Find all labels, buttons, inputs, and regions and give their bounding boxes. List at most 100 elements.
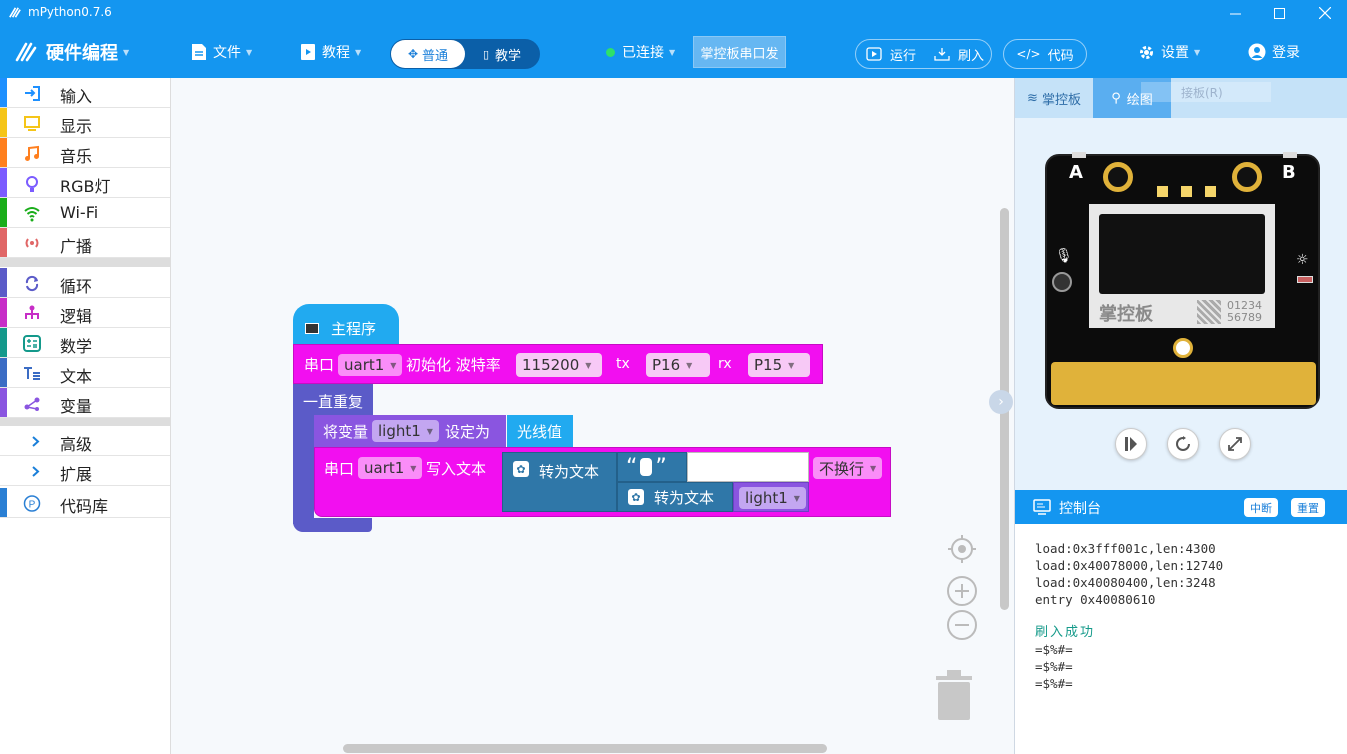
console-line: =$%#= [1035, 676, 1073, 691]
to-text-block-inner[interactable]: ✿ 转为文本 [617, 482, 733, 512]
zoom-out-icon[interactable] [947, 610, 977, 640]
uart-port-dropdown[interactable]: uart1▼ [338, 354, 403, 376]
sidebar-item-7[interactable]: 逻辑 [0, 298, 170, 328]
flash-label: 刷入 [958, 48, 985, 64]
horizontal-scrollbar[interactable] [343, 744, 827, 753]
zoom-in-icon[interactable] [947, 576, 977, 606]
console-line: entry 0x40080610 [1035, 592, 1156, 607]
mode-teach-button[interactable]: ▯ 教学 [465, 40, 539, 68]
uart-port-value: uart1 [344, 356, 385, 374]
sidebar-item-2[interactable]: 音乐 [0, 138, 170, 168]
flash-success-message: 刷入成功 [1035, 625, 1096, 640]
refresh-icon [1176, 436, 1190, 451]
forever-block[interactable]: 一直重复 [293, 384, 373, 418]
touch-pad-left[interactable] [1103, 162, 1133, 192]
reset-button[interactable]: 重置 [1291, 498, 1325, 517]
touch-pad-right[interactable] [1232, 162, 1262, 192]
to-text-label: 转为文本 [539, 463, 600, 481]
file-menu[interactable]: 文件 ▼ [191, 26, 252, 78]
category-color-bar [0, 78, 7, 107]
chevron-right-icon [23, 463, 41, 480]
mode-normal-button[interactable]: ✥ 普通 [391, 40, 465, 68]
minimize-button[interactable] [1213, 0, 1258, 26]
tutorial-menu[interactable]: 教程 ▼ [300, 26, 361, 78]
light-value-block[interactable]: 光线值 [507, 415, 573, 447]
brand-logo-icon [15, 42, 37, 62]
console-line: load:0x3fff001c,len:4300 [1035, 541, 1216, 556]
button-b-cap [1283, 152, 1297, 158]
sidebar-item-4[interactable]: Wi-Fi [0, 198, 170, 228]
variable-getter-block[interactable]: light1▼ [733, 482, 809, 512]
maximize-button[interactable] [1257, 0, 1302, 26]
console-output[interactable]: load:0x3fff001c,len:4300 load:0x40078000… [1035, 540, 1223, 692]
trash-icon[interactable] [933, 666, 975, 722]
code-icon: </> [1016, 47, 1041, 61]
category-color-bar [0, 298, 7, 327]
sidebar-item-label: 逻辑 [60, 307, 93, 326]
light-sensor[interactable] [1297, 276, 1313, 283]
uart-init-block[interactable]: 串口 uart1▼ 初始化 波特率 115200▼ tx P16▼ rx P15… [293, 344, 823, 384]
flash-button[interactable]: 刷入 [924, 45, 984, 64]
newline-dropdown[interactable]: 不换行▼ [813, 457, 883, 479]
run-button[interactable]: 运行 [856, 45, 924, 64]
light-value-label: 光线值 [517, 422, 563, 441]
mode-normal-label: 普通 [422, 48, 449, 64]
sidebar-item-9[interactable]: 文本 [0, 358, 170, 388]
gear-icon [1140, 45, 1153, 59]
recenter-icon[interactable] [947, 534, 977, 564]
variable-dropdown[interactable]: light1▼ [372, 420, 439, 442]
run-sim-button[interactable] [1115, 428, 1147, 460]
tab-draw[interactable]: ⚲绘图 [1093, 78, 1171, 118]
light-sensor-icon: ☼ [1296, 252, 1309, 268]
sidebar-item-5[interactable]: 广播 [0, 228, 170, 258]
sidebar-item-label: 数学 [60, 337, 93, 356]
set-variable-block[interactable]: 将变量 light1▼ 设定为 [314, 415, 506, 447]
tab-board[interactable]: ≋掌控板 [1015, 78, 1093, 118]
uart-write-port-dropdown[interactable]: uart1▼ [358, 457, 423, 479]
login-button[interactable]: 登录 [1248, 26, 1300, 78]
sidebar-item-11[interactable]: 高级 [0, 426, 170, 456]
variable-getter-dropdown[interactable]: light1▼ [739, 487, 806, 509]
settings-menu[interactable]: 设置 ▼ [1138, 26, 1200, 78]
brand-menu[interactable]: 硬件编程 ▼ [14, 26, 129, 78]
sidebar-item-0[interactable]: 输入 [0, 78, 170, 108]
serial-send-button[interactable]: 掌控板串口发 [693, 36, 786, 68]
text-input-field[interactable] [640, 458, 653, 476]
reset-sim-button[interactable] [1167, 428, 1199, 460]
interrupt-button[interactable]: 中断 [1244, 498, 1278, 517]
category-color-bar [0, 488, 7, 517]
variable-getter-value: light1 [745, 489, 788, 507]
variable-icon [23, 395, 41, 412]
variable-value: light1 [378, 422, 421, 440]
text-string-block[interactable]: “ ” [617, 452, 687, 482]
forever-loop-bottom [293, 518, 372, 532]
rx-pin-dropdown[interactable]: P15▼ [748, 353, 810, 377]
display-icon [23, 115, 41, 132]
serial-send-label: 掌控板串口发 [700, 46, 779, 62]
fullscreen-button[interactable] [1219, 428, 1251, 460]
sound-sensor[interactable] [1052, 272, 1072, 292]
broadcast-icon [23, 235, 41, 252]
close-button[interactable] [1302, 0, 1347, 26]
tutorial-icon [301, 44, 315, 60]
tx-pin-dropdown[interactable]: P16▼ [646, 353, 710, 377]
connection-status[interactable]: 已连接 ▼ [606, 26, 675, 78]
block-workspace[interactable]: 主程序 串口 uart1▼ 初始化 波特率 115200▼ tx P16▼ rx… [171, 78, 1014, 754]
bulb-icon [23, 175, 41, 192]
sidebar-item-8[interactable]: 数学 [0, 328, 170, 358]
sidebar-item-10[interactable]: 变量 [0, 388, 170, 418]
board-simulator-area: ≋掌控板 ⚲绘图 接板(R) A B 掌控板 01234 56789 🎙 [1015, 78, 1347, 490]
sidebar-item-12[interactable]: 扩展 [0, 456, 170, 486]
main-program-block[interactable]: 主程序 [293, 304, 399, 344]
baud-dropdown[interactable]: 115200▼ [516, 353, 602, 377]
button-a-cap [1072, 152, 1086, 158]
sidebar-item-6[interactable]: 循环 [0, 268, 170, 298]
sidebar-item-3[interactable]: RGB灯 [0, 168, 170, 198]
category-color-bar [0, 456, 7, 485]
to-text-block-outer[interactable]: ✿ 转为文本 [502, 452, 617, 512]
code-button[interactable]: </> 代码 [1003, 39, 1087, 69]
collapse-panel-button[interactable]: › [989, 390, 1013, 414]
sidebar-item-1[interactable]: 显示 [0, 108, 170, 138]
